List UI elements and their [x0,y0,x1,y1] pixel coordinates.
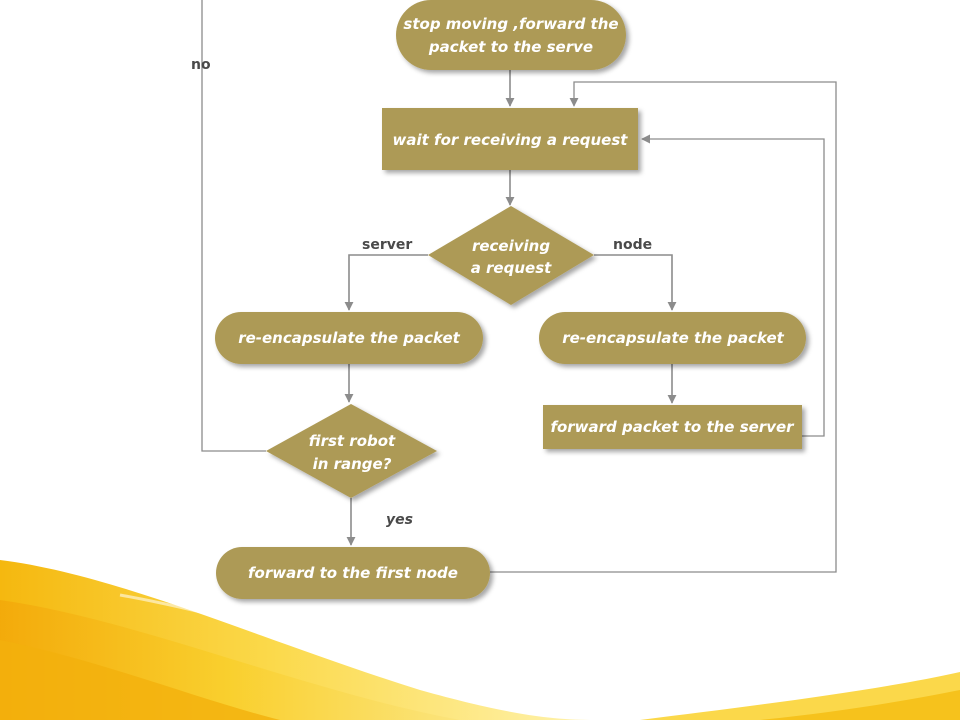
edges [201,0,837,573]
node-forward-first-node: forward to the first node [216,547,490,599]
node-first-robot-line2: in range? [313,455,392,473]
decorative-wave [0,560,960,720]
node-reencap-server: re-encapsulate the packet [215,312,483,364]
label-no: no [191,57,211,73]
node-stop-moving: stop moving ,forward the packet to the s… [396,0,626,70]
edge-decision-to-node [594,254,677,311]
node-receiving-line2: a request [471,259,552,277]
edge-firstnode-loop [490,81,837,573]
node-first-robot-decision: first robot in range? [266,404,437,498]
node-receiving-line1: receiving [472,237,550,255]
edge-no-loop [201,0,266,452]
node-receiving-decision: receiving a request [428,206,594,305]
label-node: node [613,237,652,253]
label-server: server [362,237,412,253]
node-reencap-node: re-encapsulate the packet [539,312,806,364]
node-wait-request-text: wait for receiving a request [393,131,629,149]
node-forward-first-node-text: forward to the first node [248,564,458,582]
node-first-robot-line1: first robot [309,432,396,450]
node-reencap-node-text: re-encapsulate the packet [562,329,784,347]
edge-decision-to-server [344,254,428,311]
node-reencap-server-text: re-encapsulate the packet [238,329,460,347]
node-wait-request: wait for receiving a request [382,108,638,170]
label-yes: yes [386,512,413,528]
node-forward-packet-server-text: forward packet to the server [550,418,795,436]
node-forward-packet-server: forward packet to the server [543,405,802,449]
node-stop-moving-line1: stop moving ,forward the [403,15,618,33]
node-stop-moving-line2: packet to the serve [428,38,593,56]
edge-forwardserver-loop [641,134,825,437]
